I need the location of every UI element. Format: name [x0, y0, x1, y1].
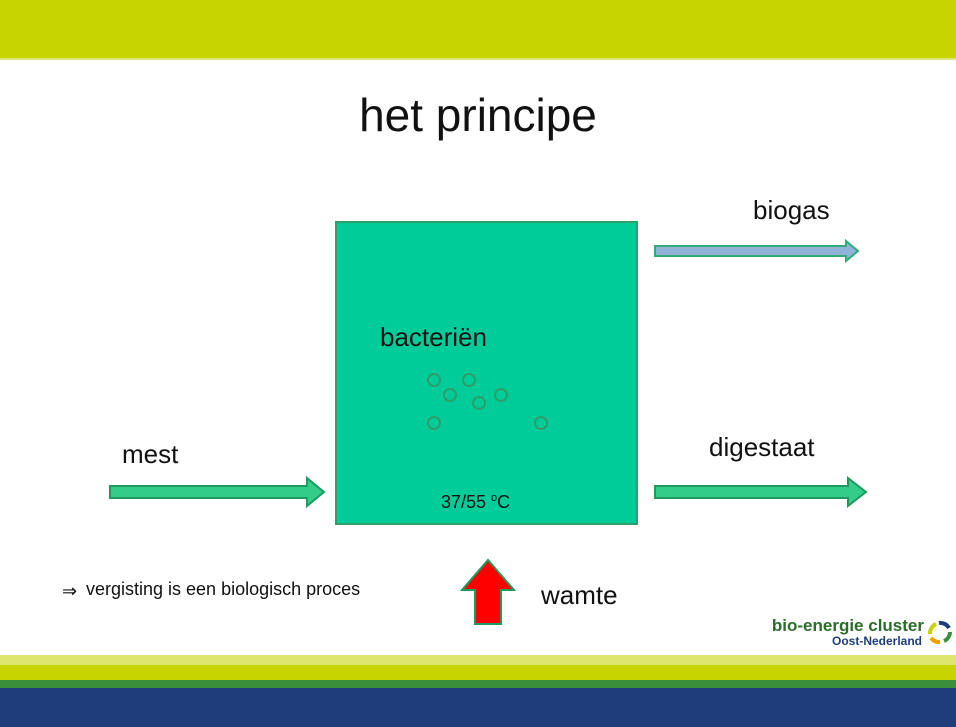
bacterium: [443, 388, 457, 402]
logo-line2: Oost-Nederland: [831, 634, 922, 648]
temperature-unit: C: [497, 492, 511, 512]
temperature-label: 37/55 oC: [441, 492, 511, 512]
bacterium: [462, 373, 476, 387]
top-header-band: [0, 0, 956, 58]
biogas-arrow: [654, 238, 860, 264]
bacterium: [427, 416, 441, 430]
footer-band-navy: [0, 688, 956, 727]
cluster-ring-icon: [928, 620, 952, 644]
logo-line1: bio-energie cluster: [771, 616, 924, 635]
bacterium: [472, 396, 486, 410]
heat-label: wamte: [541, 580, 618, 610]
input-arrow: [109, 475, 326, 509]
footer-band-light: [0, 655, 956, 665]
input-label: mest: [122, 439, 179, 469]
bacterium: [494, 388, 508, 402]
bacterium: [534, 416, 548, 430]
bacterium: [427, 373, 441, 387]
output-arrow: [654, 475, 868, 509]
bacteria-group: [427, 373, 548, 430]
bacteria-label: bacteriën: [380, 322, 487, 352]
slide-title: het principe: [359, 89, 597, 141]
top-band-edge: [0, 58, 956, 60]
heat-arrow: [459, 558, 517, 625]
implies-arrow-icon: ⇒: [62, 581, 78, 601]
temperature-value: 37/55: [441, 492, 492, 512]
biogas-label: biogas: [753, 195, 830, 225]
temperature-degree: o: [491, 492, 498, 504]
bullet-text: vergisting is een biologisch proces: [86, 579, 361, 599]
logo: bio-energie cluster Oost-Nederland: [772, 616, 956, 656]
footer-band-yellow: [0, 665, 956, 680]
output-label: digestaat: [709, 432, 815, 462]
footer-band-green: [0, 680, 956, 688]
digester-tank: [335, 221, 638, 525]
